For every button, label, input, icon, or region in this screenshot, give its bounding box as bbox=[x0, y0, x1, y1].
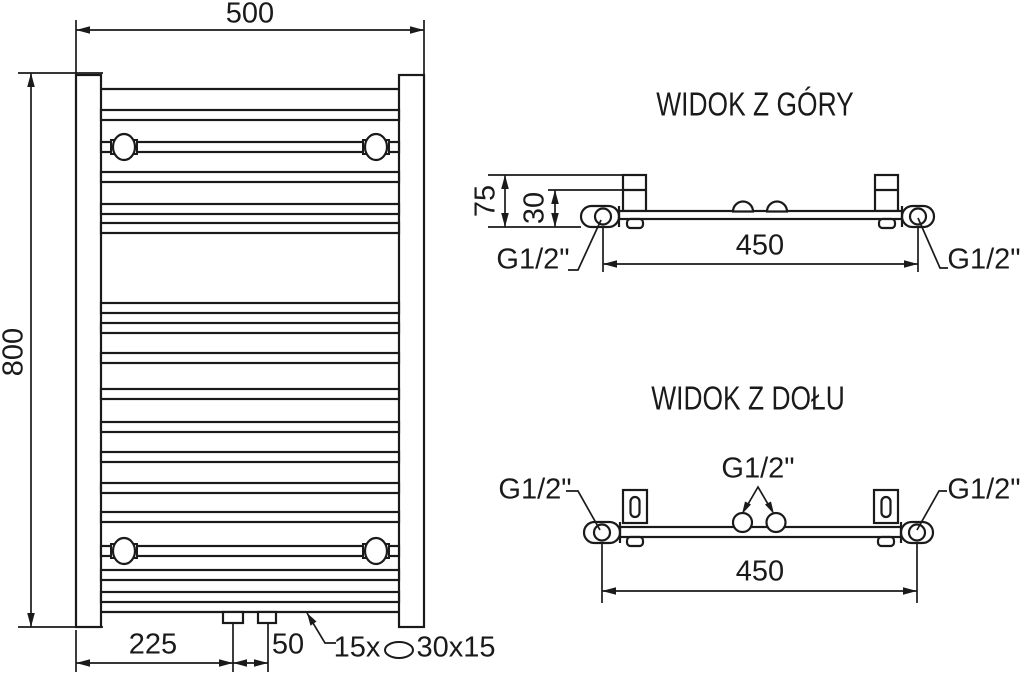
center-connection-bump bbox=[731, 200, 755, 213]
left-collector-tube bbox=[74, 73, 103, 629]
g12-port-right bbox=[908, 207, 928, 226]
g12-leader-right bbox=[916, 490, 947, 531]
dim-height-label: 800 bbox=[0, 327, 30, 377]
rung bbox=[99, 321, 401, 335]
dim-bracket-depth-label: 75 bbox=[469, 184, 502, 218]
oval-profile-icon bbox=[384, 641, 414, 659]
rung bbox=[99, 202, 401, 216]
rung bbox=[99, 221, 401, 235]
right-collector-tube bbox=[397, 73, 426, 629]
bottom-rung-from-below bbox=[618, 525, 903, 539]
center-connection-bump bbox=[765, 200, 789, 213]
rung bbox=[99, 590, 401, 604]
rung bbox=[99, 420, 401, 434]
thread-label-bottom-right: G1/2" bbox=[947, 473, 1021, 506]
mounting-knob bbox=[362, 536, 390, 566]
bracket-foot bbox=[876, 535, 896, 548]
front-view bbox=[74, 73, 426, 629]
dim-tube-depth-label: 30 bbox=[518, 191, 551, 225]
bottom-connection-stub bbox=[256, 610, 278, 625]
rung-size-label: 30x15 bbox=[416, 631, 496, 664]
front-view-arrows bbox=[27, 26, 424, 667]
g12-port-right bbox=[907, 523, 927, 542]
g12-port-left bbox=[593, 207, 613, 226]
rung bbox=[99, 510, 401, 524]
rung-count-label: 15x bbox=[333, 631, 381, 664]
bracket-foot bbox=[877, 217, 897, 230]
g12-leader-left bbox=[568, 219, 602, 271]
g12-leader-right bbox=[917, 217, 948, 269]
g12-leader-center bbox=[743, 485, 773, 512]
dim-connection-spacing-label: 50 bbox=[271, 628, 305, 661]
rung bbox=[99, 450, 401, 464]
mounting-knob bbox=[110, 536, 138, 566]
rung bbox=[99, 351, 401, 365]
bottom-view-arrows bbox=[602, 501, 917, 595]
bottom-view-dimensions bbox=[566, 485, 947, 603]
top-view-dimensions bbox=[488, 174, 948, 272]
dim-connection-offset-label: 225 bbox=[128, 628, 178, 661]
bracket-slot bbox=[629, 495, 641, 519]
dim-span-top-label: 450 bbox=[735, 229, 785, 262]
hanger-rail bbox=[99, 544, 401, 558]
bracket-foot bbox=[625, 217, 645, 230]
dim-width-label: 500 bbox=[225, 0, 275, 30]
thread-label-bottom-left: G1/2" bbox=[498, 473, 572, 506]
bracket-slot bbox=[880, 495, 892, 519]
bracket-foot bbox=[625, 535, 645, 548]
thread-label-top-left: G1/2" bbox=[496, 243, 570, 276]
thread-label-top-right: G1/2" bbox=[947, 243, 1021, 276]
top-rung-from-above bbox=[617, 209, 904, 221]
bottom-view-title: WIDOK Z DOŁU bbox=[651, 379, 845, 417]
rung bbox=[99, 387, 401, 401]
rungs bbox=[99, 108, 401, 604]
upper-hanger-bar bbox=[99, 132, 401, 162]
lower-hanger-bar bbox=[99, 536, 401, 566]
hanger-rail bbox=[99, 140, 401, 154]
top-view-arrows bbox=[501, 175, 918, 268]
rung bbox=[99, 301, 401, 315]
rung bbox=[99, 481, 401, 495]
g12-leader-left bbox=[566, 490, 601, 531]
wall-bracket bbox=[873, 173, 900, 213]
wall-bracket bbox=[621, 173, 648, 213]
g12-center-port bbox=[731, 511, 754, 534]
top-view bbox=[579, 173, 936, 230]
rung bbox=[99, 170, 401, 184]
front-view-dimensions bbox=[18, 20, 425, 672]
thread-label-bottom-center: G1/2" bbox=[721, 452, 795, 485]
bottom-view bbox=[582, 488, 935, 548]
rung bbox=[99, 108, 401, 122]
rung bbox=[99, 568, 401, 582]
bottom-connection-stub bbox=[221, 610, 245, 625]
top-view-title: WIDOK Z GÓRY bbox=[656, 85, 854, 123]
g12-port-left bbox=[592, 523, 612, 542]
mounting-knob bbox=[110, 132, 138, 162]
dim-span-bottom-label: 450 bbox=[735, 555, 785, 588]
mounting-knob bbox=[362, 132, 390, 162]
leader-arrowhead bbox=[307, 613, 317, 626]
g12-center-port bbox=[765, 511, 787, 534]
